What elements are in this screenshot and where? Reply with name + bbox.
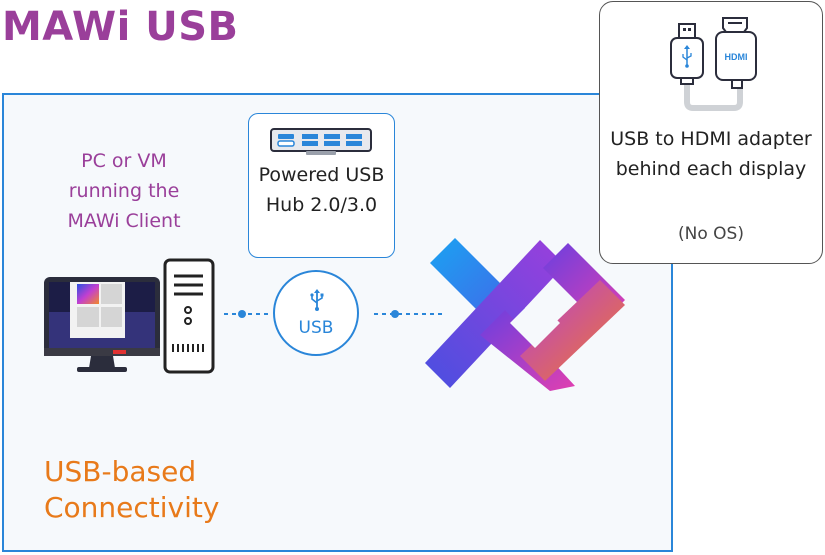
adapter-card: HDMI USB to HDMI adapter behind each dis… bbox=[599, 1, 823, 264]
adapter-note: (No OS) bbox=[678, 224, 744, 244]
tower-pc-icon bbox=[163, 258, 215, 374]
adapter-cable-icon: HDMI bbox=[670, 17, 757, 111]
pc-label: PC or VM running the MAWi Client bbox=[67, 150, 181, 232]
hdmi-text: HDMI bbox=[725, 52, 748, 62]
usb-hub-card: Powered USB Hub 2.0/3.0 bbox=[248, 113, 395, 258]
usb-symbol-icon bbox=[310, 289, 324, 311]
mawi-logo bbox=[425, 238, 625, 391]
hdmi-plug-icon: HDMI bbox=[715, 17, 757, 89]
usb-hub-label: Powered USB Hub 2.0/3.0 bbox=[258, 164, 385, 216]
monitor-icon bbox=[44, 277, 160, 372]
connector-lines bbox=[224, 310, 442, 318]
page-title: MAWi USB bbox=[2, 4, 239, 50]
usb-label: USB bbox=[298, 318, 334, 338]
usb-hub-icon bbox=[270, 128, 372, 155]
connectivity-label: USB-based Connectivity bbox=[44, 455, 220, 524]
usb-connection-node: USB bbox=[273, 270, 359, 356]
adapter-label: USB to HDMI adapter behind each display bbox=[610, 128, 812, 180]
usb-plug-icon bbox=[670, 23, 704, 85]
